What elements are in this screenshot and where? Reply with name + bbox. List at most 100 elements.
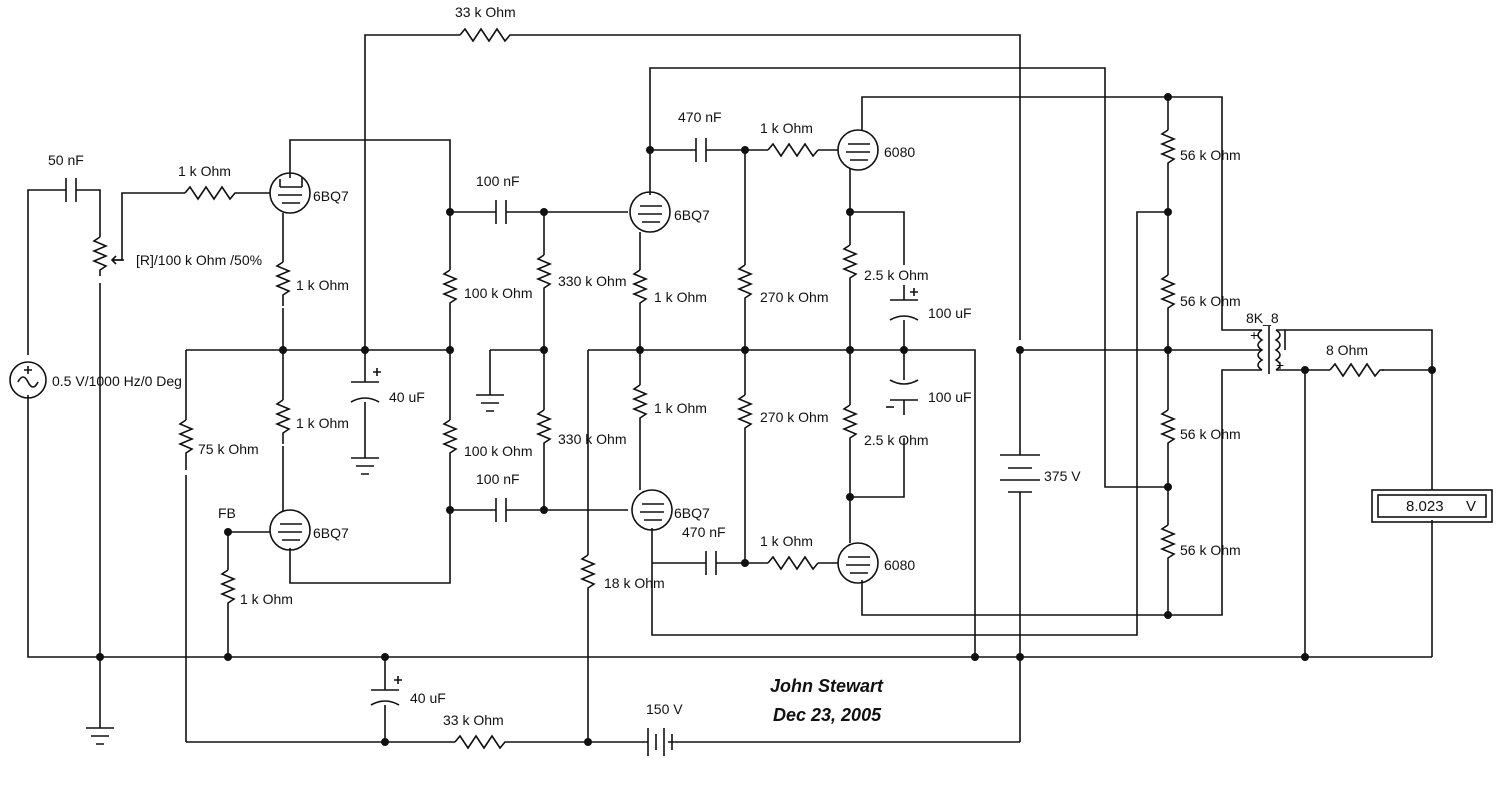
label-50nF: 50 nF	[48, 152, 84, 168]
capacitor-40uF-mid	[350, 381, 380, 403]
label-40uF-bot: 40 uF	[410, 690, 446, 706]
battery-375v	[1000, 454, 1040, 493]
label-470nF-top: 470 nF	[678, 109, 722, 125]
resistor-75k	[177, 419, 195, 470]
label-150v: 150 V	[646, 701, 683, 717]
voltmeter	[1371, 489, 1493, 523]
ac-source	[9, 361, 47, 399]
resistor-270k-bot	[736, 394, 754, 445]
label-tube-v2: 6BQ7	[313, 525, 349, 541]
resistor-18k	[579, 554, 597, 605]
label-100nF-bot: 100 nF	[476, 471, 520, 487]
label-100uF-top: 100 uF	[928, 305, 972, 321]
label-fb: FB	[218, 505, 236, 521]
capacitor-50nF	[65, 178, 77, 202]
label-56k-4: 56 k Ohm	[1180, 542, 1241, 558]
resistor-2k5-bot	[841, 404, 859, 460]
label-2k5-top: 2.5 k Ohm	[864, 267, 929, 283]
resistor-33k-top	[459, 27, 515, 43]
battery-150v	[647, 728, 673, 756]
capacitor-40uF-bot	[370, 689, 400, 706]
label-100nF-top: 100 nF	[476, 173, 520, 189]
capacitor-100nF-bot	[495, 498, 507, 522]
label-470nF-bot: 470 nF	[682, 524, 726, 540]
resistor-56k-3	[1159, 409, 1177, 460]
resistor-8-ohm-load	[1329, 362, 1384, 378]
resistor-v4-plate	[631, 384, 649, 430]
resistor-v1-cathode	[274, 261, 292, 306]
label-330k-bot: 330 k Ohm	[558, 431, 626, 447]
label-375v: 375 V	[1044, 468, 1081, 484]
wires	[27, 34, 1433, 743]
label-tube-v6: 6080	[884, 557, 915, 573]
tube-v1	[269, 172, 311, 214]
resistor-1k-grid-v1	[184, 185, 240, 201]
resistor-100k-bot	[441, 419, 459, 462]
label-56k-2: 56 k Ohm	[1180, 293, 1241, 309]
capacitor-470nF-top	[695, 138, 707, 162]
resistor-56k-2	[1159, 274, 1177, 325]
label-tube-v5: 6080	[884, 144, 915, 160]
sources	[9, 361, 1040, 756]
resistors	[91, 27, 1384, 750]
label-8-ohm: 8 Ohm	[1326, 342, 1368, 358]
resistor-56k-4	[1159, 524, 1177, 575]
label-75k: 75 k Ohm	[198, 441, 259, 457]
resistor-1k-grid-v5	[767, 142, 819, 158]
label-v2-plate: 1 k Ohm	[296, 415, 349, 431]
resistor-270k-top	[736, 264, 754, 318]
output-transformer	[1252, 326, 1285, 374]
label-v3-cathode: 1 k Ohm	[654, 289, 707, 305]
resistor-100k-top	[441, 269, 459, 317]
label-transformer: 8K_8	[1246, 310, 1279, 326]
resistor-v3-cathode	[631, 269, 649, 320]
label-pot: [R]/100 k Ohm /50%	[136, 252, 262, 268]
label-100uF-bot: 100 uF	[928, 389, 972, 405]
label-33k-bot: 33 k Ohm	[443, 712, 504, 728]
label-40uF-mid: 40 uF	[389, 389, 425, 405]
label-fb-1k: 1 k Ohm	[240, 591, 293, 607]
resistor-1k-grid-v6	[767, 555, 819, 571]
ground-symbol-3	[351, 457, 379, 475]
label-1k-grid: 1 k Ohm	[178, 163, 231, 179]
resistor-330k-bot	[535, 409, 553, 460]
label-1k-grid-v5: 1 k Ohm	[760, 120, 813, 136]
xfmr-plus-mark-2: +	[1276, 357, 1284, 373]
label-100k-top: 100 k Ohm	[464, 285, 532, 301]
label-56k-1: 56 k Ohm	[1180, 147, 1241, 163]
label-2k5-bot: 2.5 k Ohm	[864, 432, 929, 448]
potentiometer	[91, 236, 109, 276]
label-source: 0.5 V/1000 Hz/0 Deg	[52, 373, 182, 389]
label-18k: 18 k Ohm	[604, 575, 665, 591]
tube-v5	[837, 129, 879, 171]
label-330k-top: 330 k Ohm	[558, 273, 626, 289]
tube-v4	[631, 489, 673, 531]
tube-v2	[269, 509, 311, 551]
junction-dots	[96, 93, 1436, 746]
capacitor-470nF-bot	[705, 551, 717, 575]
label-1k-grid-v6: 1 k Ohm	[760, 533, 813, 549]
labels: 33 k Ohm 50 nF 1 k Ohm [R]/100 k Ohm /50…	[48, 4, 1476, 728]
capacitor-100uF-bot	[889, 379, 919, 401]
label-v1-cathode: 1 k Ohm	[296, 277, 349, 293]
capacitor-100nF-top	[495, 200, 507, 224]
label-56k-3: 56 k Ohm	[1180, 426, 1241, 442]
tube-v6	[837, 542, 879, 584]
ground-symbol-1	[86, 727, 114, 745]
tubes	[269, 129, 879, 584]
label-270k-bot: 270 k Ohm	[760, 409, 828, 425]
resistor-33k-bot	[454, 734, 510, 750]
resistor-2k5-top	[841, 244, 859, 300]
resistor-v2-plate	[274, 399, 292, 444]
resistor-56k-1	[1159, 129, 1177, 180]
author-signature: John Stewart	[770, 676, 884, 696]
label-33k-top: 33 k Ohm	[455, 4, 516, 20]
label-270k-top: 270 k Ohm	[760, 289, 828, 305]
capacitor-100uF-top	[889, 299, 919, 321]
label-v4-plate: 1 k Ohm	[654, 400, 707, 416]
xfmr-plus-mark: +	[1250, 327, 1258, 343]
voltmeter-unit: V	[1466, 498, 1476, 515]
capacitors	[65, 138, 919, 706]
voltmeter-reading: 8.023	[1406, 498, 1444, 515]
